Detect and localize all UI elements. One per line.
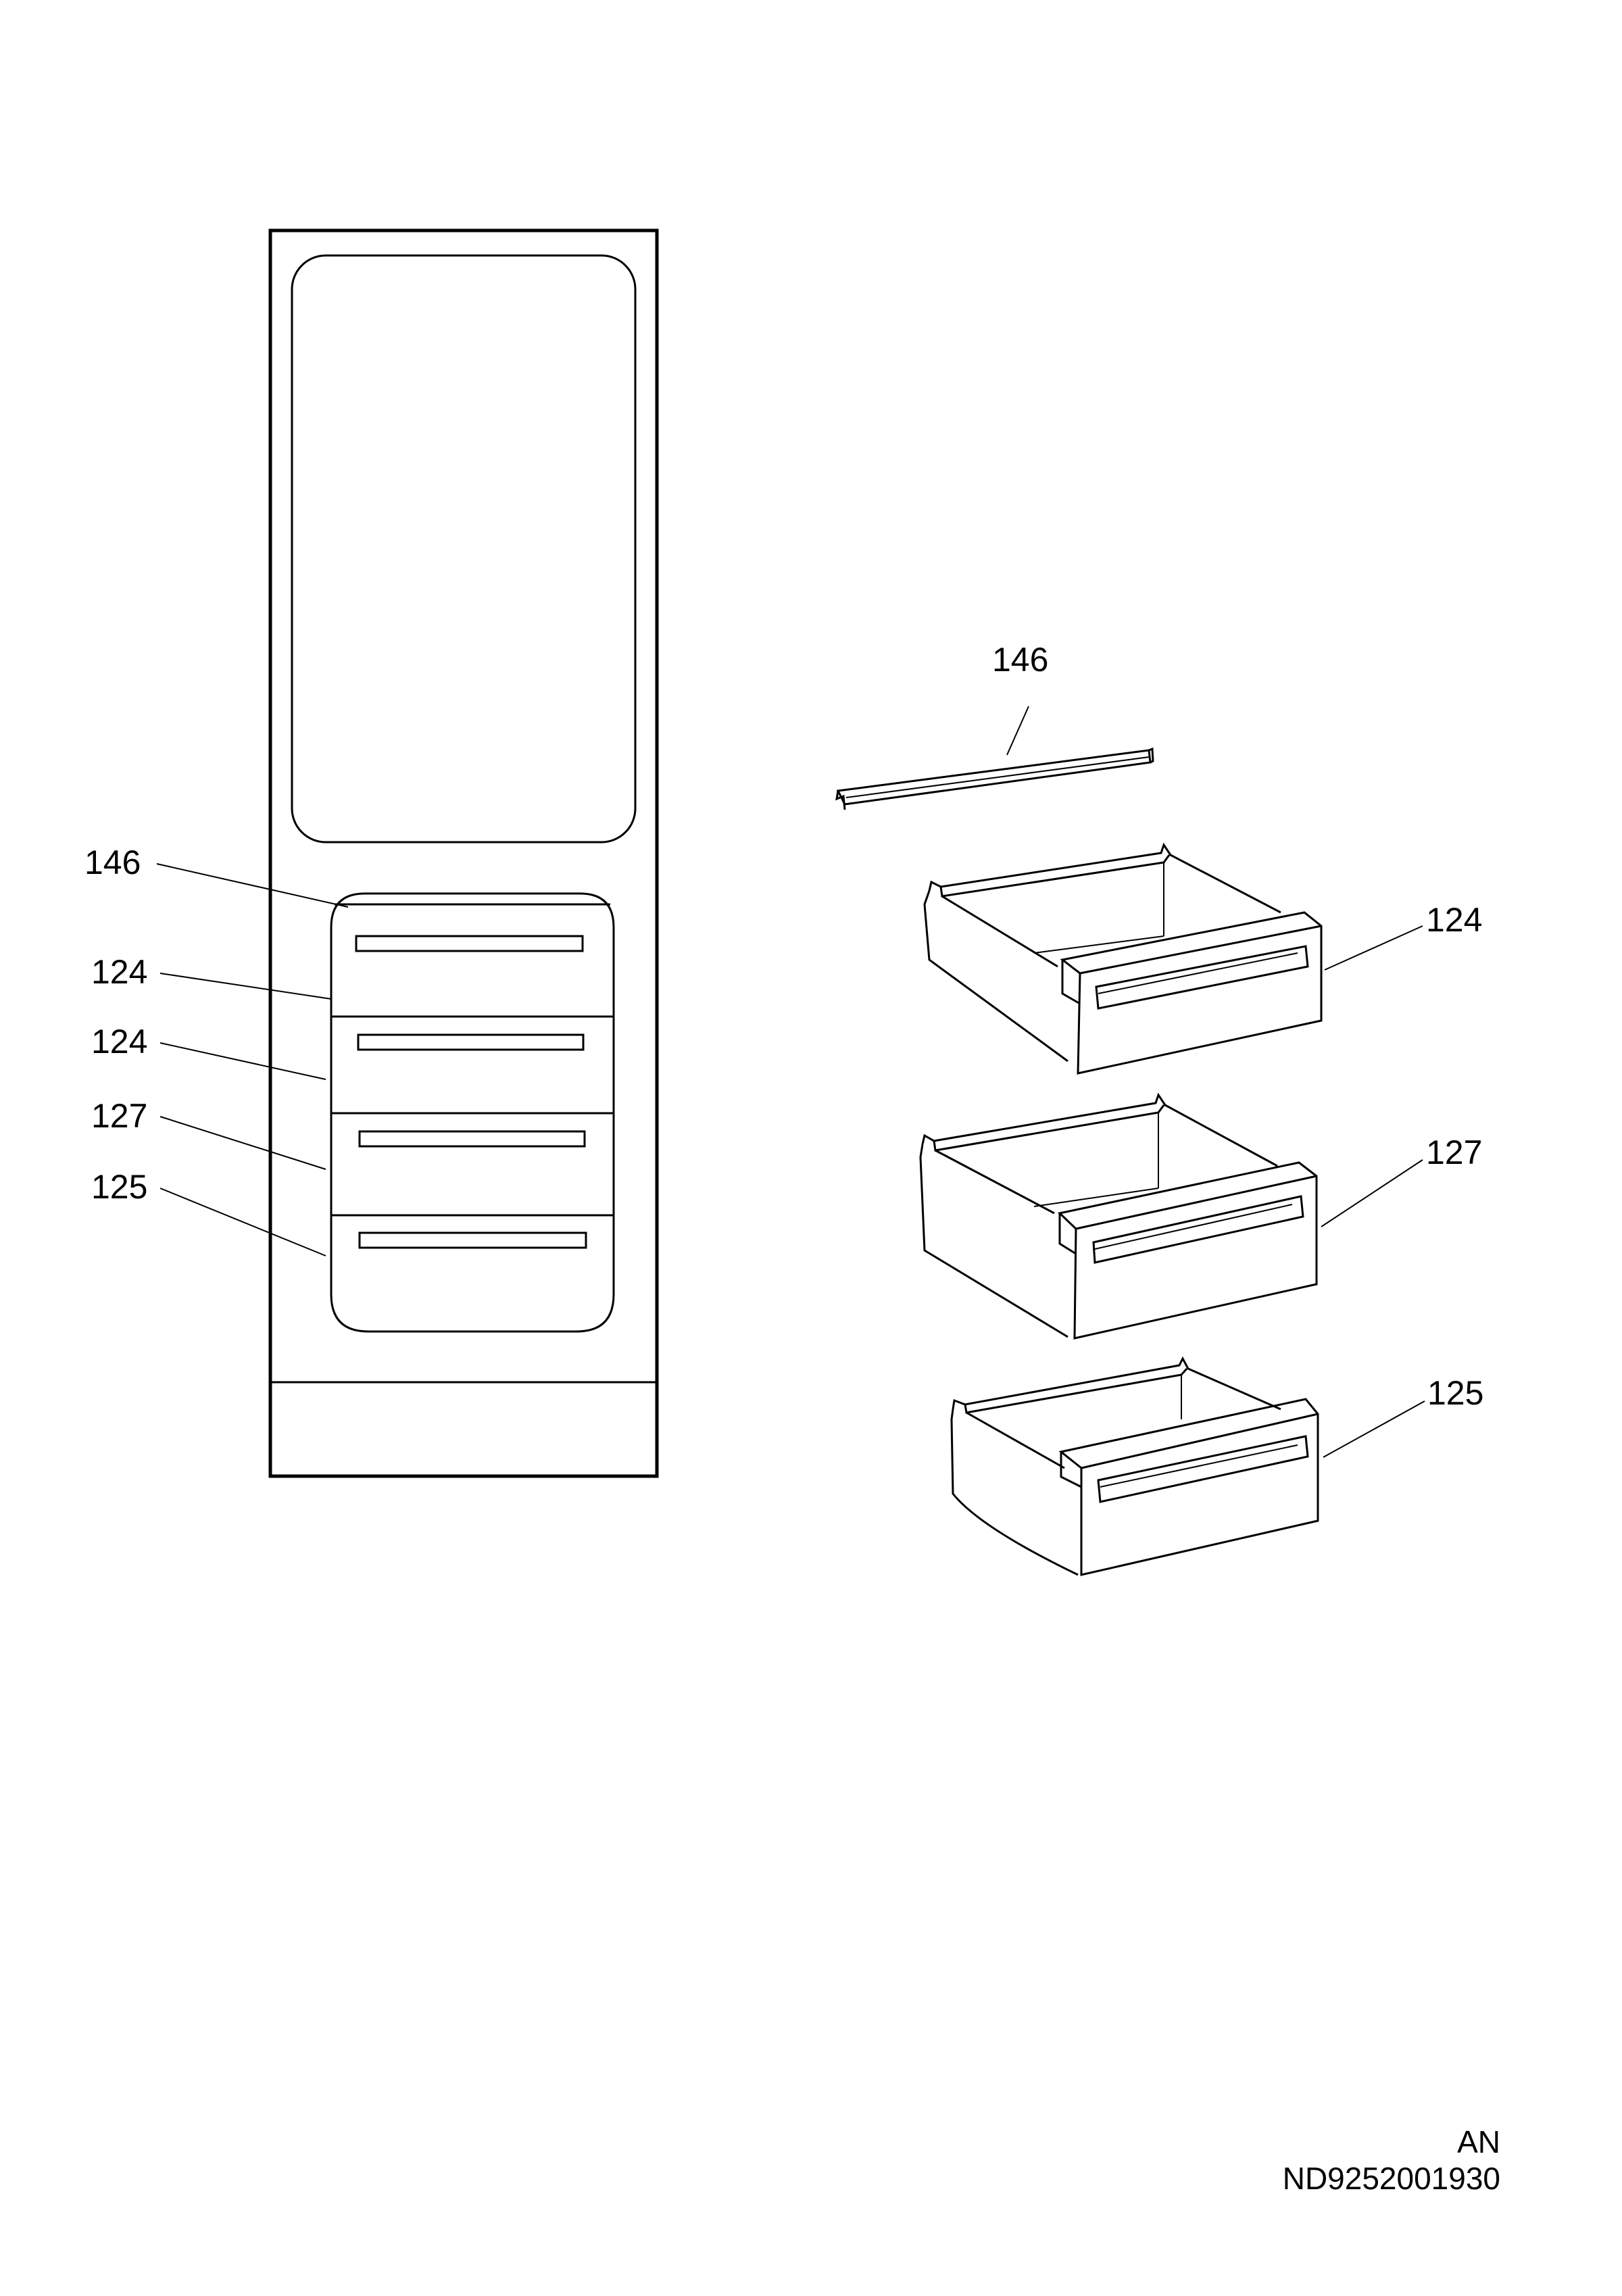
- callout-124-left-a: 124: [91, 953, 147, 991]
- leader-125-right: [1323, 1400, 1425, 1458]
- callout-146-right: 146: [992, 641, 1048, 679]
- callout-127-left: 127: [91, 1097, 147, 1135]
- leader-124-right: [1324, 925, 1423, 971]
- callout-146-left: 146: [84, 844, 141, 881]
- drawing-number: ND9252001930: [1282, 2161, 1500, 2196]
- callout-125-left: 125: [91, 1168, 147, 1206]
- upper-door-panel: [291, 254, 637, 844]
- leader-127-right: [1321, 1159, 1423, 1227]
- leader-125-left: [159, 1188, 326, 1256]
- drawer-handle-4: [358, 1231, 587, 1249]
- leader-124a-left: [159, 973, 332, 1000]
- refrigerator-front-view: [268, 228, 659, 1478]
- left-leader-lines: [156, 863, 349, 1256]
- leader-124b-left: [159, 1042, 326, 1080]
- part-124-drawer: [923, 842, 1423, 1075]
- drawer-handle-1: [355, 935, 584, 952]
- part-127-drawer: [919, 1092, 1423, 1340]
- callout-125-right: 125: [1427, 1374, 1483, 1412]
- callout-127-right: 127: [1426, 1133, 1482, 1171]
- leader-146-left: [156, 863, 349, 908]
- leader-127-left: [159, 1116, 326, 1170]
- drawer-handle-3: [358, 1130, 586, 1148]
- drawer-handle-2: [357, 1033, 585, 1051]
- freezer-section: [330, 892, 615, 1333]
- leader-146-right: [1006, 706, 1029, 756]
- variant-code: AN: [1457, 2124, 1500, 2159]
- part-125-drawer: [950, 1356, 1425, 1576]
- callout-124-right: 124: [1426, 901, 1482, 939]
- part-146-rail: [835, 706, 1154, 810]
- cabinet-outline: [268, 228, 659, 1478]
- callout-124-left-b: 124: [91, 1023, 147, 1060]
